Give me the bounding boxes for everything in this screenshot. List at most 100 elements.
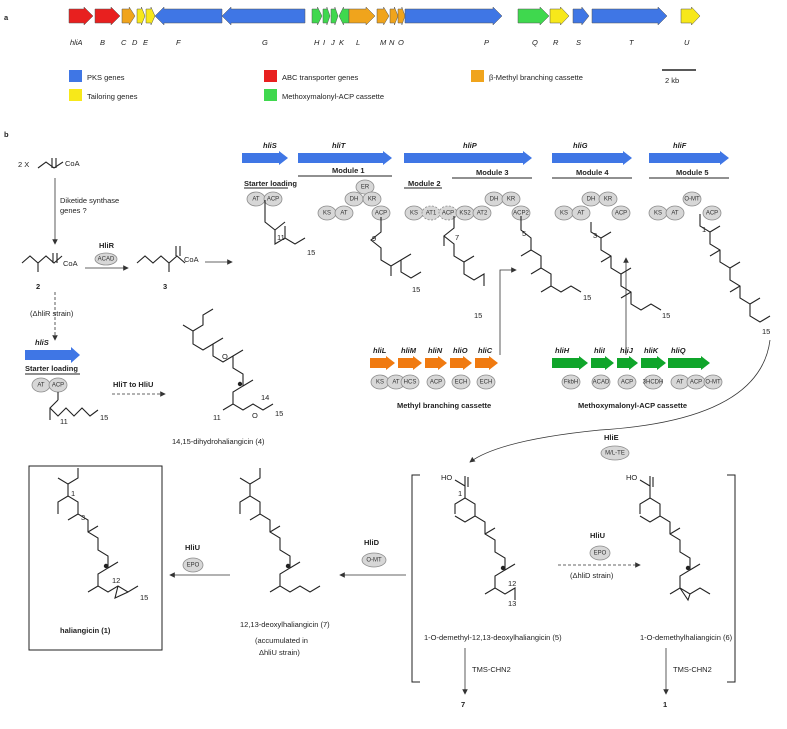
dhliR-strain-label: (ΔhliR strain) (30, 309, 74, 318)
m3-c5: 5 (522, 229, 526, 238)
gene-label-R: R (553, 38, 559, 47)
m1-c15: 15 (412, 285, 420, 294)
m2-at1-label: AT1 (426, 211, 437, 217)
c4-epoxide-oxygen: O (252, 411, 258, 420)
m4-ks-label: KS (560, 211, 568, 217)
methoxy-gene-label-hliJ: hliJ (620, 346, 634, 355)
methyl-gene-hliL (370, 356, 395, 370)
pks-gene-label-hliF: hliF (673, 141, 687, 150)
svg-text:ACP: ACP (52, 383, 64, 389)
c4-oxygen: O (222, 352, 228, 361)
m2-ks-label: KS (410, 211, 418, 217)
m3-at2-label: AT2 (477, 211, 488, 217)
m4-c3: 3 (593, 231, 597, 240)
tms-label-6: TMS-CHN2 (673, 665, 712, 674)
starter-at-label: AT (252, 197, 260, 203)
pks-intermediates: 11 15 9 15 7 15 5 15 3 15 1 15 (264, 200, 770, 336)
c4-c15-label: 15 (275, 409, 283, 418)
gene-label-B: B (100, 38, 105, 47)
legend-label-abc: ABC transporter genes (282, 73, 359, 82)
gene-arrow-F (154, 6, 223, 26)
module-4-label: Module 4 (576, 168, 609, 177)
gene-label-M: M (380, 38, 387, 47)
pks-gene-hliS (242, 151, 288, 165)
compound-5-structure: HO 1 12 13 (441, 473, 516, 608)
m23-c15: 15 (474, 311, 482, 320)
xc-fkbh (561, 374, 581, 390)
module-2-label: Module 2 (408, 179, 441, 188)
methyl-gene-label-hliM: hliM (401, 346, 417, 355)
panel-b-label: b (4, 130, 9, 139)
compound-2-coa: CoA (63, 259, 78, 268)
gene-arrow-hliA (68, 6, 94, 26)
legend-swatch-methyl (471, 70, 484, 82)
c6-ho: HO (626, 473, 637, 482)
m1-at (334, 205, 354, 221)
legend-swatch-abc (264, 70, 277, 82)
gene-label-S: S (576, 38, 581, 47)
dhliD-strain-label: (ΔhliD strain) (570, 571, 614, 580)
gene-label-T: T (629, 38, 635, 47)
hliU-mid-label: HliU (590, 531, 605, 540)
xc-omt-label: O-MT (705, 380, 721, 386)
methyl-cassette-arrow (499, 267, 517, 355)
pks-gene-label-hliT: hliT (332, 141, 347, 150)
module-3-label: Module 3 (476, 168, 509, 177)
gene-arrow-N (389, 6, 399, 26)
m4-c15: 15 (662, 311, 670, 320)
compound-6-name: 1-O-demethylhaliangicin (6) (640, 633, 733, 642)
mc-ech2 (476, 374, 496, 390)
substrate-prefix: 2 X (18, 160, 29, 169)
m1-er-label: ER (361, 185, 370, 191)
module-starter-label: Starter loading (244, 179, 297, 188)
haliangicin-box (28, 465, 163, 651)
m5-omt-label: O-MT (684, 197, 700, 203)
xc-3hcdh-label: 3HCDH (643, 380, 664, 386)
gene-label-O: O (398, 38, 404, 47)
module-1-label: Module 1 (332, 166, 365, 175)
gene-label-E: E (143, 38, 149, 47)
methoxy-gene-hliK (641, 356, 666, 370)
c5-c1: 1 (458, 489, 462, 498)
gene-label-J: J (330, 38, 335, 47)
mc-ech1-label: ECH (455, 380, 468, 386)
m5-acp (702, 205, 722, 221)
diketide-label-2: genes ? (60, 206, 87, 215)
gene-label-Q: Q (532, 38, 538, 47)
methoxy-gene-label-hliQ: hliQ (671, 346, 686, 355)
bracket-left (411, 474, 420, 683)
scale-bar-label: 2 kb (665, 76, 679, 85)
panel-a-label: a (4, 13, 9, 22)
xc-acp2-label: ACP (690, 380, 702, 386)
m1-dh-label: DH (350, 197, 359, 203)
m1-kr (362, 191, 382, 207)
methyl-gene-label-hliO: hliO (453, 346, 468, 355)
pks-gene-label-hliG: hliG (573, 141, 588, 150)
gene-arrow-C (121, 6, 136, 26)
methoxy-cassette-title: Methoxymalonyl-ACP cassette (578, 401, 687, 410)
epo-left-label: EPO (187, 563, 200, 569)
bracket-right (727, 474, 736, 683)
m5-acp-label: ACP (706, 211, 718, 217)
m3-ks2-label: KS2 (459, 211, 471, 217)
compound-5-name: 1-O-demethyl-12,13-deoxylhaliangicin (5) (424, 633, 562, 642)
mc-ech1 (451, 374, 471, 390)
legend: PKS genes ABC transporter genes β-Methyl… (69, 69, 696, 101)
xc-acad (591, 374, 611, 390)
gene-label-D: D (132, 38, 138, 47)
pks-gene-hliP (404, 151, 532, 165)
m1-er (355, 179, 375, 195)
hliD-label: HliD (364, 538, 380, 547)
methoxy-gene-hliQ (668, 356, 710, 370)
gene-label-C: C (121, 38, 127, 47)
compound-3-structure: CoA 3 (136, 246, 199, 291)
accum-line-1: (accumulated in (255, 636, 308, 645)
gene-label-U: U (684, 38, 690, 47)
svg-text:AT: AT (37, 383, 45, 389)
starter-acp-label: ACP (267, 197, 279, 203)
acad-label: ACAD (98, 257, 115, 263)
haliangicin-structure: 1 3 12 15 (57, 468, 148, 602)
hliR-label: HliR (99, 241, 115, 250)
